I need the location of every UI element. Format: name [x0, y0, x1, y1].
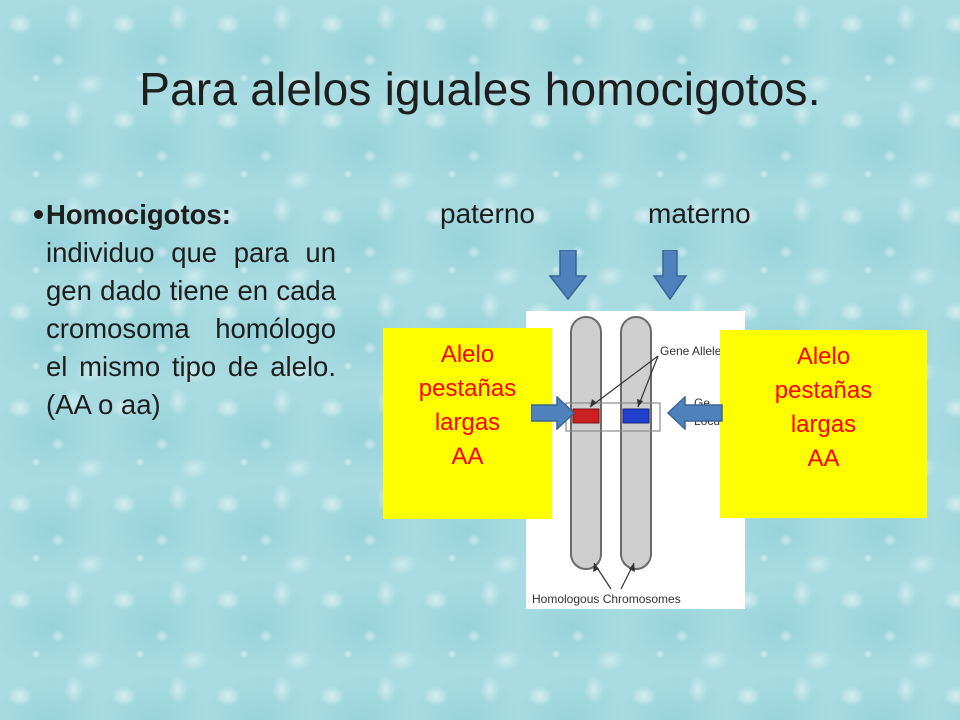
bullet-term: Homocigotos: [46, 199, 231, 230]
allele-box-line: pestañas [774, 377, 873, 404]
bullet-definition: individuo que para un gen dado tiene en … [46, 237, 336, 420]
allele-box-line: Alelo [796, 343, 851, 370]
chromosomes-label: Homologous Chromosomes [532, 592, 681, 606]
slide-title: Para alelos iguales homocigotos. [139, 63, 821, 115]
gene-alleles-label: Gene Alleles [660, 344, 727, 358]
paternal-chromosome [570, 316, 602, 570]
allele-box-line: pestañas [418, 375, 517, 402]
allele-box-line: largas [434, 409, 501, 436]
bullet-item: Homocigotos: individuo que para un gen d… [34, 196, 336, 424]
allele-box-line: largas [790, 411, 857, 438]
allele-box-maternal: Alelo pestañas largas AA [720, 330, 927, 518]
bullet-text: Homocigotos: individuo que para un gen d… [46, 196, 336, 424]
arrow-left-icon [667, 396, 723, 430]
arrow-down-icon [653, 250, 687, 300]
chromosome-drawing: Gene Alleles Ge Locus Homologous Chromos… [532, 316, 727, 606]
arrow-down-icon [549, 250, 587, 300]
allele-box-line: AA [807, 445, 840, 472]
arrow-right-icon [531, 396, 575, 430]
label-materno: materno [648, 198, 751, 229]
allele-box-paternal: Alelo pestañas largas AA [383, 328, 552, 519]
homologous-chromosomes-diagram: Gene Alleles Ge Locus Homologous Chromos… [526, 311, 745, 609]
allele-box-line: AA [451, 443, 484, 470]
allele-paternal [572, 408, 600, 424]
label-paterno: paterno [440, 198, 535, 229]
maternal-chromosome [620, 316, 652, 570]
allele-maternal [622, 408, 650, 424]
bullet-dot-icon [34, 210, 43, 219]
allele-box-line: Alelo [440, 341, 495, 368]
